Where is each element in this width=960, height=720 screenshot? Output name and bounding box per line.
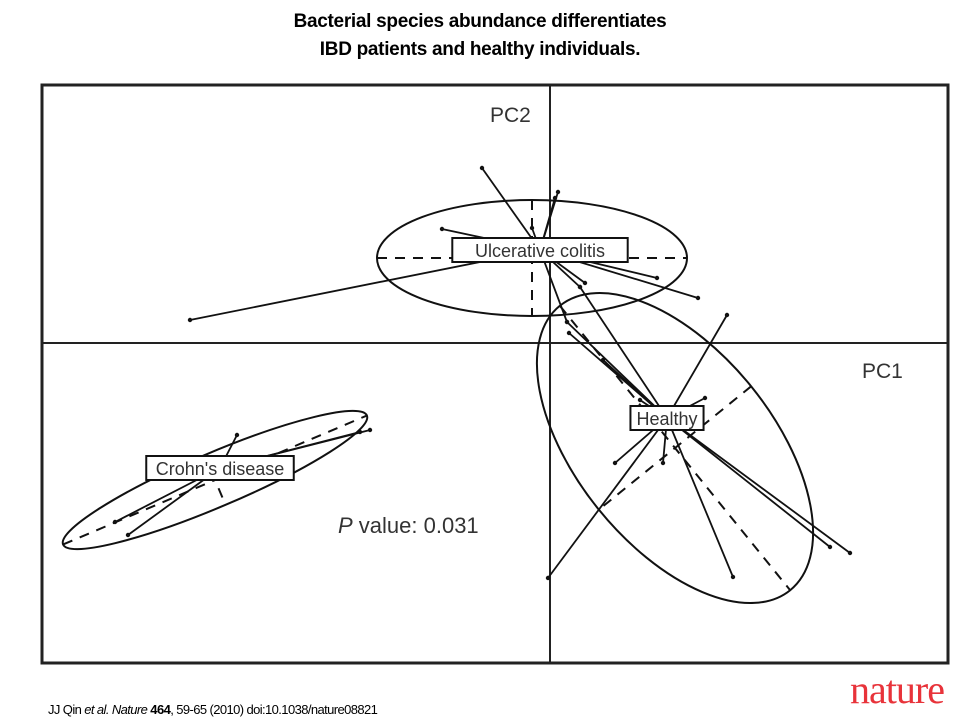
spoke-line [666,417,831,548]
data-point [660,460,666,466]
citation-rest: , 59-65 (2010) doi:10.1038/nature08821 [170,702,378,717]
label-healthy: Healthy [636,409,697,429]
data-point [827,544,833,550]
label-box-healthy [629,405,705,431]
data-point [847,550,853,556]
spoke-line [566,321,668,419]
group-crohn-s-disease: Crohn's disease [61,409,373,551]
data-point [730,574,736,580]
data-point [112,519,118,525]
spoke-line [666,417,851,554]
spoke-line [666,314,728,419]
data-point [724,312,730,318]
data-point [545,575,551,581]
data-point [439,226,445,232]
citation-journal: Nature [108,702,148,717]
group-healthy: Healthy [535,284,853,605]
data-point [702,395,708,401]
data-point [654,275,660,281]
label-ulcerative-colitis: Ulcerative colitis [475,241,605,261]
citation-etal: et al. [84,702,109,717]
data-point [479,165,485,171]
label-box-ulcerative-colitis [451,237,629,263]
data-point [125,532,131,538]
data-point [695,295,701,301]
group-ulcerative-colitis: Ulcerative colitis [187,165,701,325]
data-point [564,319,570,325]
spoke-line [666,417,734,578]
spoke-line [547,417,668,579]
data-point [357,429,363,435]
citation-authors: JJ Qin [48,702,85,717]
p-symbol: P [338,513,353,538]
data-point [577,284,583,290]
spoke-line [481,167,541,251]
data-point [600,357,606,363]
p-value-annotation: P value: 0.031 [338,513,479,538]
spoke-line [579,286,668,419]
citation: JJ Qin et al. Nature 464, 59-65 (2010) d… [48,702,378,717]
data-point [529,225,535,231]
citation-volume: 464 [147,702,171,717]
nature-logo: nature [850,667,945,712]
data-point [552,195,558,201]
label-crohn-s-disease: Crohn's disease [156,459,285,479]
data-point [637,397,643,403]
data-point [234,432,240,438]
label-box-crohn-s-disease [145,455,295,481]
data-point [187,317,193,323]
title-line-2: IBD patients and healthy individuals. [319,39,641,60]
title-line-1: Bacterial species abundance differentiat… [293,11,667,32]
slide-title: Bacterial species abundance differentiat… [0,8,960,64]
data-point [612,460,618,466]
data-point [367,427,373,433]
minor-axis-healthy [598,385,752,511]
ylabel: PC2 [490,104,531,127]
xlabel: PC1 [862,360,903,383]
p-value-text: value: 0.031 [353,513,479,538]
plot-frame [40,83,950,665]
data-point [555,189,561,195]
data-point [566,330,572,336]
data-point [582,280,588,286]
